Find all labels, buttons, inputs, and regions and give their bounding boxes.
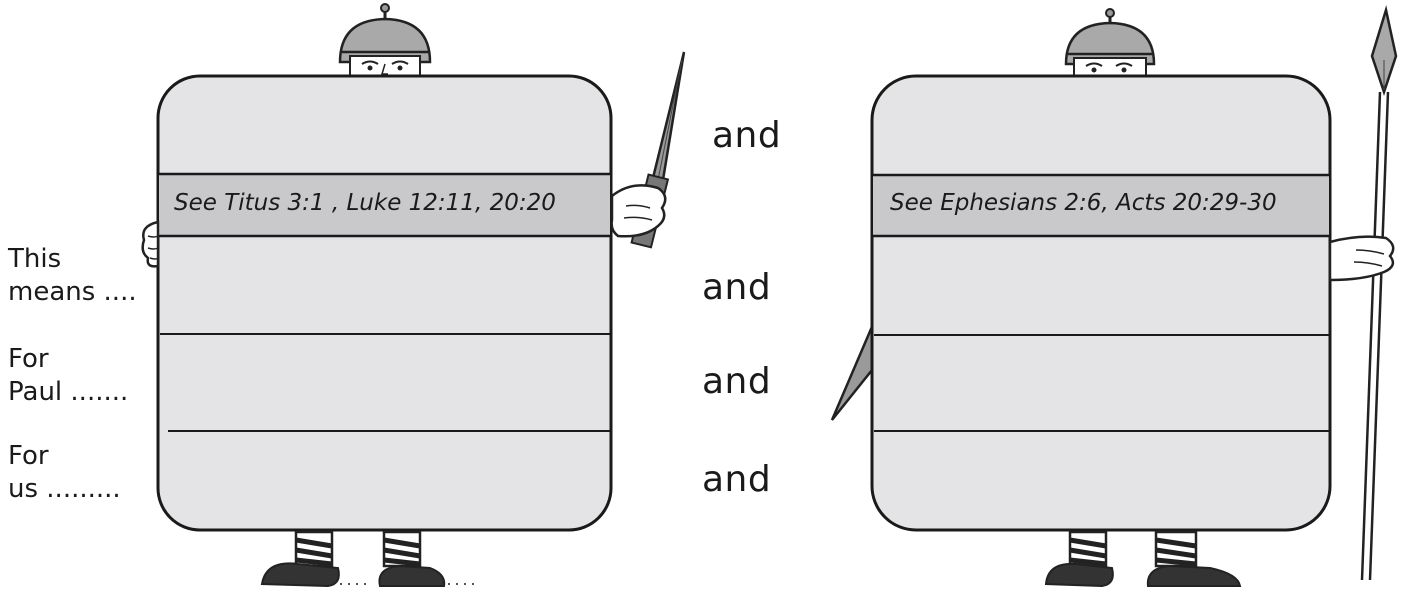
left-shield-reference: See Titus 3:1 , Luke 12:11, 20:20	[174, 192, 556, 215]
left-hand-icon	[143, 222, 158, 266]
row-label-this-means: This means ....	[8, 243, 137, 309]
row-label-line: For	[8, 343, 128, 376]
spear-icon	[1330, 10, 1396, 580]
right-soldier-feet-icon	[1046, 532, 1240, 586]
row-label-line: This	[8, 243, 137, 276]
connector-and: and	[702, 462, 771, 498]
left-shield	[158, 76, 611, 530]
sword-icon	[832, 322, 874, 420]
row-label-for-paul: For Paul .......	[8, 343, 128, 409]
connector-and: and	[712, 118, 781, 154]
right-helmet-icon	[1066, 9, 1154, 78]
row-label-line: Paul .......	[8, 376, 128, 409]
left-helmet-icon	[340, 4, 430, 78]
connector-and: and	[702, 270, 771, 306]
right-shield	[872, 76, 1330, 530]
right-soldier	[832, 9, 1396, 586]
connector-and: and	[702, 364, 771, 400]
dagger-icon	[612, 52, 684, 247]
row-label-line: means ....	[8, 276, 137, 309]
row-label-line: For	[8, 440, 121, 473]
left-soldier-feet-icon	[262, 532, 474, 586]
row-label-line: us .........	[8, 473, 121, 506]
left-soldier	[143, 4, 684, 586]
right-shield-reference: See Ephesians 2:6, Acts 20:29-30	[890, 192, 1277, 215]
row-label-for-us: For us .........	[8, 440, 121, 506]
